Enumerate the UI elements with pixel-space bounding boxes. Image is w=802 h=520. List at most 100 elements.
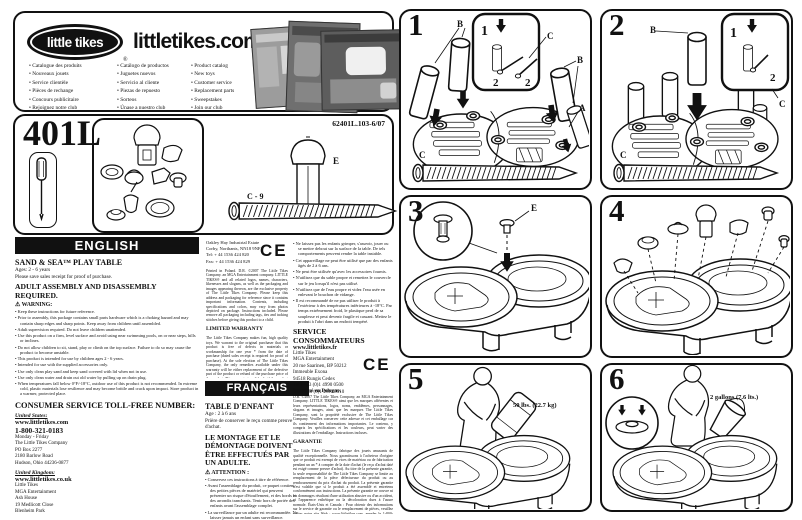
svg-text:B: B	[457, 19, 463, 29]
little-tikes-logo-text: little tikes	[32, 29, 118, 55]
svg-text:C: C	[419, 150, 426, 160]
header-list-english: Product catalogNew toysCustomer serviceR…	[191, 62, 269, 112]
water-volume-caption: 2 gallons (7.6 lts.)	[710, 394, 758, 401]
consumer-service-heading: CONSUMER SERVICE TOLL-FREE NUMBER:	[15, 400, 196, 410]
assembly-step-1: 1 1 2 2 B C B A	[399, 9, 592, 190]
assembly-step-5: 5 50 lbs. (22.7 kg)	[399, 363, 592, 512]
header-list-item: Únase a nuestro club	[117, 104, 195, 112]
garantie-title: GARANTIE	[293, 439, 323, 446]
address-line: Monday - Friday	[15, 434, 49, 440]
printed-in-notice: Printed in Poland. D.R. ©2007 The Little…	[206, 268, 288, 322]
warning-item: When temperatures fall below 0°F/-18°C, …	[15, 381, 199, 396]
printed-in-fr: Imprimé en Pologne.	[293, 388, 342, 394]
address-line: Fax: + 44 1536 424 829	[206, 258, 251, 264]
warning-item: Cet appareillage ne peut être utilisé qu…	[293, 258, 393, 268]
ce-mark: CE	[260, 241, 288, 260]
limited-warranty-title: LIMITED WARRANTY	[206, 326, 263, 333]
svg-text:2: 2	[525, 77, 531, 89]
us-label: United States:	[15, 412, 48, 419]
ages-line: Ages: 2 - 6 years	[15, 267, 51, 273]
product-title-fr: TABLE D'ENFANT	[205, 402, 274, 411]
address-line: 19 Medlicott Close	[15, 502, 54, 508]
french-column-1: TABLE D'ENFANT Age : 2 à 6 ans Prière de…	[205, 401, 299, 520]
step-number: 1	[408, 9, 424, 42]
warning-item: Do not allow children to sit, stand, pla…	[15, 345, 199, 355]
english-column: SAND & SEA™ PLAY TABLE Ages: 2 - 6 years…	[15, 257, 199, 516]
french-warranty-column: Imprimé en Pologne. D.R. ©2007 The Littl…	[293, 388, 393, 514]
header-list-item: Piezas de repuesto	[117, 87, 195, 95]
header-list-item: Juguetes nuevos	[117, 70, 195, 78]
ce-mark: CE	[363, 355, 391, 374]
warning-item: Use this product on a firm, level surfac…	[15, 333, 199, 343]
address-line: Oakley Hay Industrial Estate	[206, 240, 260, 245]
warning-icon: ⚠	[15, 302, 21, 308]
header-list-item: Replacement parts	[191, 87, 269, 95]
svg-text:C: C	[779, 99, 786, 109]
english-warnings-list: Keep these instructions for future refer…	[15, 309, 199, 396]
header-list-item: Catalogue des produits	[29, 62, 107, 70]
ages-line-fr: Age : 2 à 6 ans	[205, 411, 236, 417]
website-screenshot-3	[320, 29, 404, 111]
website-url: littletikes.com	[133, 30, 262, 53]
warning-item: N'utilisez que de l'eau propre et videz …	[293, 287, 393, 297]
little-tikes-logo: little tikes	[27, 24, 123, 60]
warning-item: Use only clean play sand and keep sand c…	[15, 369, 199, 374]
header-list-item: Sweepstakes	[191, 96, 269, 104]
assembly-notice-fr: LE MONTAGE ET LE DÉMONTAGE DOIVENT ÊTRE …	[205, 432, 293, 467]
step-2-illustration: B 1 2 C C	[611, 12, 790, 183]
svg-text:B: B	[577, 55, 583, 65]
uk-website: www.littletikes.co.uk	[15, 476, 72, 484]
limited-warranty-text: The Little Tikes Company makes fun, high…	[206, 336, 288, 378]
header-list-item: Product catalog	[191, 62, 269, 70]
step-number: 4	[609, 195, 625, 228]
warning-item: Adult supervision required. Do not leave…	[15, 327, 199, 332]
step-4-illustration	[605, 204, 790, 355]
warning-item: Use only clean water and drain out old w…	[15, 375, 199, 380]
screw-part-label: C - 9	[247, 192, 264, 201]
step-number: 6	[609, 363, 625, 396]
step-number: 2	[609, 9, 625, 42]
receipt-line: Please save sales receipt for proof of p…	[15, 273, 113, 280]
step-5-illustration: 50 lbs. (22.7 kg)	[405, 366, 571, 509]
svg-text:A: A	[579, 103, 586, 113]
warning-item: This product is intended for use by chil…	[15, 356, 199, 361]
address-line: Little Tikes	[293, 350, 316, 356]
svg-text:2: 2	[770, 72, 776, 84]
assembly-step-6: 6 2 gallons (7.6 lts.)	[600, 363, 793, 512]
svg-text:1: 1	[481, 24, 488, 39]
warning-item: Keep these instructions for future refer…	[15, 309, 199, 314]
warning-item: N'utilisez que du sable propre et remett…	[293, 275, 393, 285]
svg-text:B: B	[650, 25, 656, 35]
french-column-2: Ne laissez pas les enfants grimper, s'as…	[293, 240, 393, 396]
screwdriver-icon	[29, 152, 57, 228]
model-number: 401L	[23, 113, 102, 153]
header-list-item: Sorteos	[117, 96, 195, 104]
assembly-step-4: 4	[600, 195, 793, 358]
header-list-item: Join our club	[191, 104, 269, 112]
assembly-step-2: 2 B 1 2 C C	[600, 9, 793, 190]
address-line: Corby, Northants, NN18 9NF	[206, 246, 261, 252]
receipt-line-fr: Prière de conserver le reçu comme preuve…	[205, 417, 293, 431]
warning-item: Il est recommandé de ne pas utiliser le …	[293, 298, 393, 324]
address-line: 94518 Rungis Cedex	[293, 376, 335, 382]
header-list-item: Servicio al cliente	[117, 79, 195, 87]
step-number: 3	[408, 195, 424, 228]
header-list-french: Catalogue des produitsNouveaux jouetsSer…	[29, 62, 107, 112]
french-section-header: FRANÇAIS	[205, 381, 309, 396]
address-line: 2180 Barlow Road	[15, 454, 53, 460]
uk-label: United Kingdom:	[15, 470, 55, 477]
svg-text:E: E	[531, 203, 537, 213]
svg-text:C: C	[620, 150, 627, 160]
warning-item: Ne laissez pas les enfants grimper, s'as…	[293, 241, 393, 256]
us-website: www.littletikes.com	[15, 418, 69, 426]
address-line: Immeuble Exona	[293, 370, 328, 376]
step-1-illustration: 1 2 2 B C B A C	[408, 12, 589, 183]
warning-item: Ne peut être utilisée qu'avec les access…	[293, 269, 393, 274]
address-line: Hudson, Ohio 44236-0877	[15, 460, 69, 466]
warning-item: La surveillance par un adulte est recomm…	[205, 510, 299, 520]
